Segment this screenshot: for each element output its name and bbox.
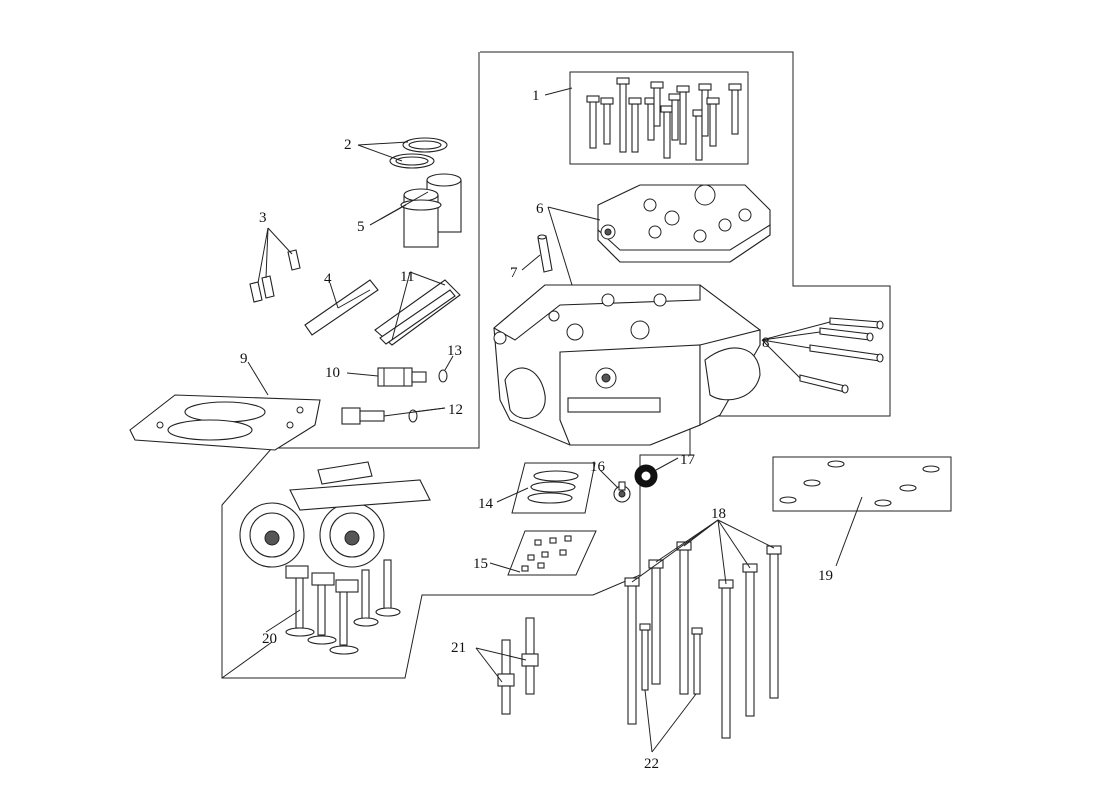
washer-set-frame (772, 456, 952, 512)
drain-plug (341, 407, 418, 425)
callout-21: 21 (451, 640, 466, 656)
cylinder-head (493, 284, 761, 446)
cylinder-studs (624, 541, 782, 739)
cam-holder-cover (597, 184, 771, 263)
valve-guides (400, 173, 462, 248)
chain-guide (304, 279, 379, 336)
callout-19: 19 (818, 568, 833, 584)
bolt-set (586, 77, 742, 161)
camshaft-valve-assembly (239, 461, 431, 655)
callout-20: 20 (262, 631, 277, 647)
dowel-pin (537, 234, 553, 273)
chain-tensioner (374, 279, 461, 346)
valve-keeper-set-frame (507, 530, 597, 576)
callout-18: 18 (711, 506, 726, 522)
callout-6: 6 (536, 201, 544, 217)
banjo-bolt (613, 481, 631, 503)
o-ring (438, 369, 448, 383)
camshaft-group-frame-corner (221, 641, 273, 679)
callout-labels: 1 2 3 4 5 6 7 8 9 10 11 13 12 14 15 16 1… (240, 88, 833, 772)
sealing-washer (634, 464, 658, 488)
callout-8: 8 (762, 335, 770, 351)
bolt-set-frame (569, 71, 749, 165)
callout-22: 22 (644, 756, 659, 772)
callout-2: 2 (344, 137, 352, 153)
callout-11: 11 (400, 269, 414, 285)
callout-5: 5 (357, 219, 365, 235)
callout-3: 3 (259, 210, 267, 226)
head-gasket (129, 394, 321, 451)
callout-13: 13 (447, 343, 462, 359)
washer-set (779, 460, 940, 507)
callout-10: 10 (325, 365, 340, 381)
callout-15: 15 (473, 556, 488, 572)
rocker-shafts (799, 317, 884, 394)
valve-keepers (521, 535, 572, 572)
callout-12: 12 (448, 402, 463, 418)
callout-14: 14 (478, 496, 494, 512)
temperature-sensor (377, 367, 427, 387)
callout-16: 16 (590, 459, 606, 475)
cylinder-head-group-frame (221, 51, 891, 679)
oil-seals (389, 137, 448, 169)
callout-7: 7 (510, 265, 518, 281)
small-bolts (249, 249, 301, 303)
ring-set-frame (511, 462, 596, 514)
callout-1: 1 (532, 88, 540, 104)
callout-4: 4 (324, 271, 332, 287)
callout-9: 9 (240, 351, 248, 367)
piston-rings (527, 470, 579, 504)
spark-plugs (497, 617, 539, 715)
callout-17: 17 (680, 452, 696, 468)
leader-lines (247, 87, 863, 753)
